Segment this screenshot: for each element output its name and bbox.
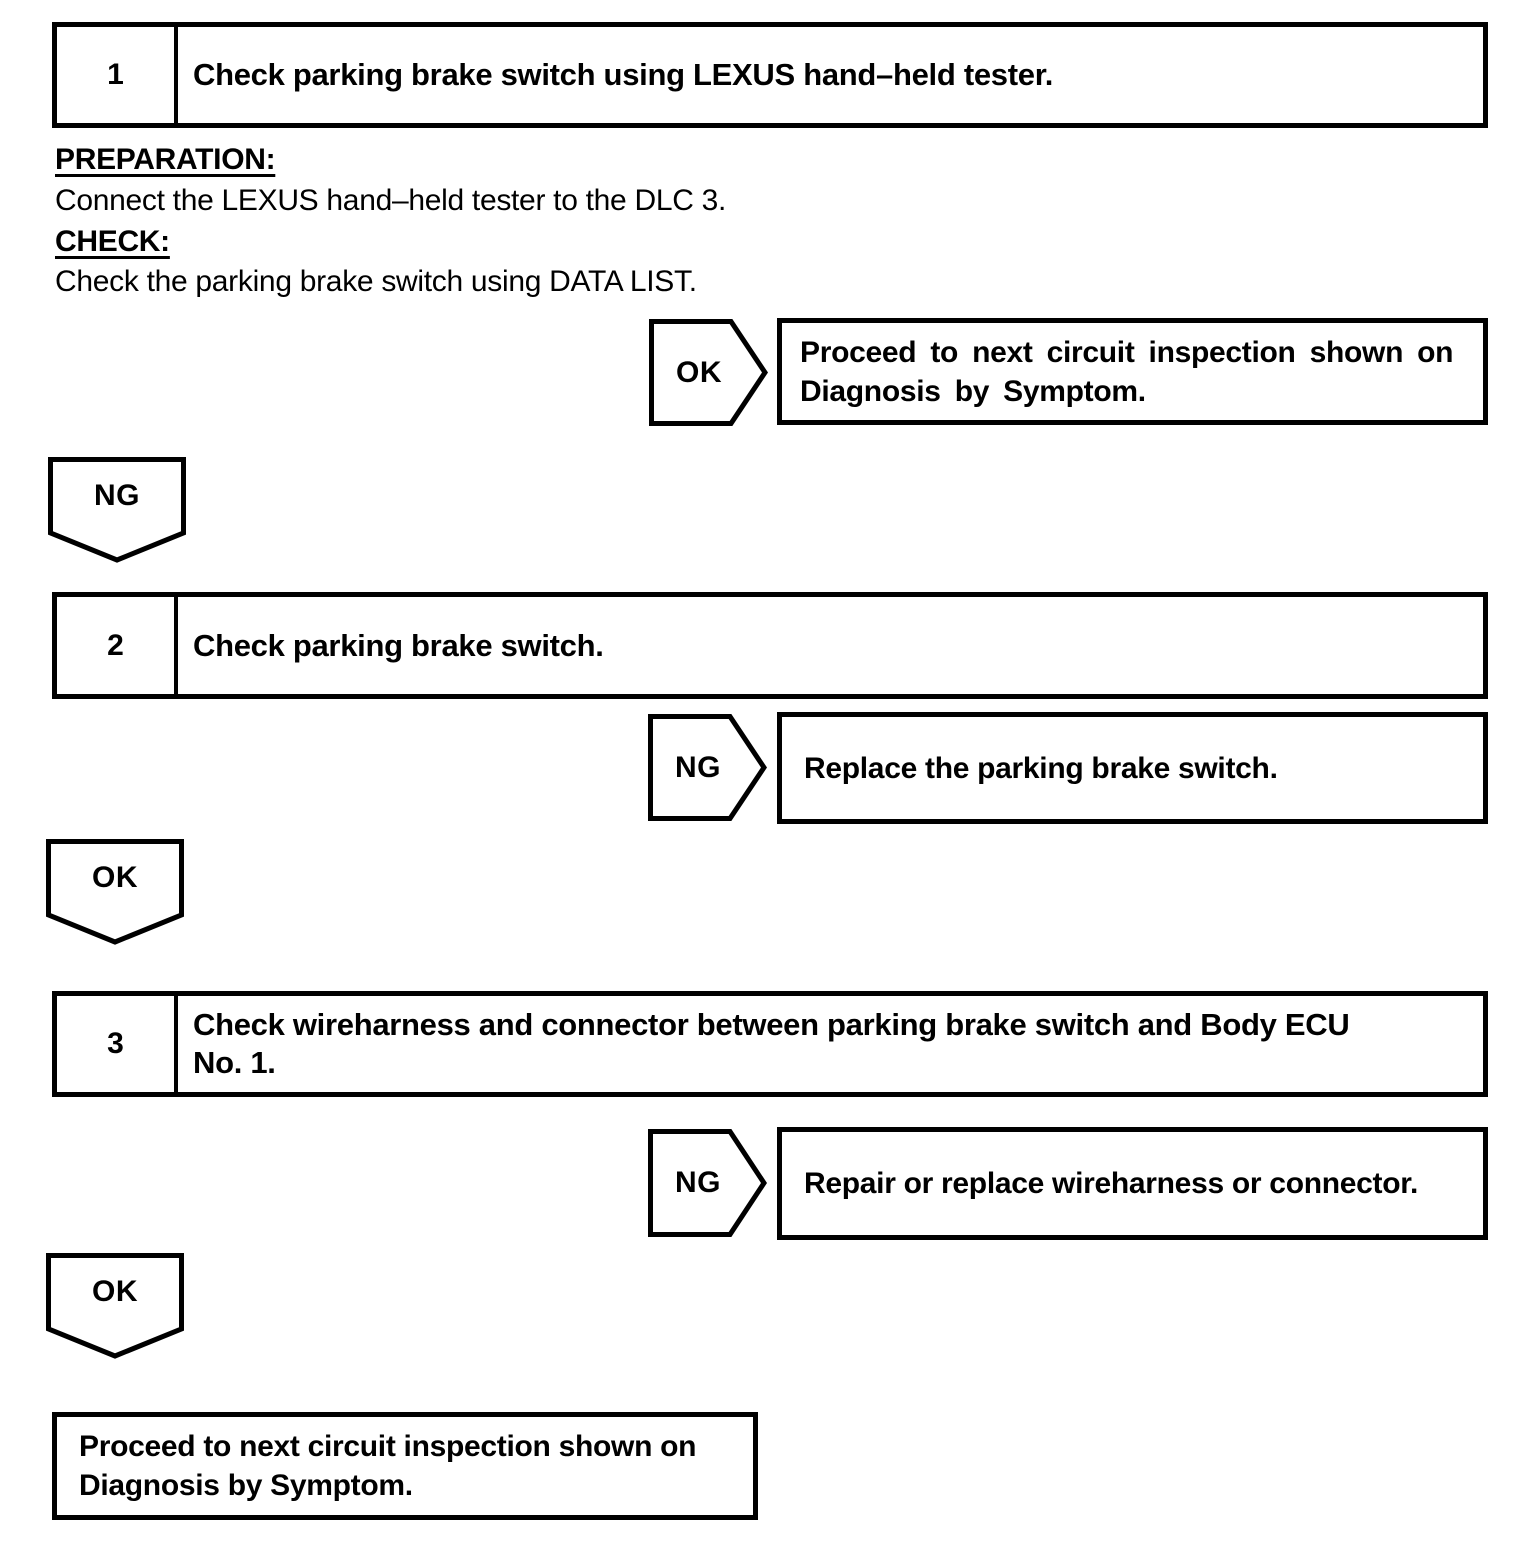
proceed-action-text-1: Proceed to next circuit inspection shown… (800, 335, 1454, 408)
step-2-title: Check parking brake switch. (193, 627, 604, 663)
final-action-text: Proceed to next circuit inspection shown… (79, 1430, 697, 1502)
ok-down-label-3: OK (92, 1275, 138, 1308)
step-1-title: Check parking brake switch using LEXUS h… (193, 57, 1054, 92)
right-arrow-pentagon-icon (648, 714, 767, 821)
ng-branch-arrow-2: NG (648, 714, 767, 821)
final-action-box: Proceed to next circuit inspection shown… (52, 1412, 758, 1520)
right-arrow-pentagon-icon (648, 1129, 767, 1237)
step-1-box: 1 Check parking brake switch using LEXUS… (52, 22, 1488, 128)
ok-down-connector-2: OK (46, 839, 184, 945)
repair-action-text: Repair or replace wireharness or connect… (804, 1167, 1419, 1200)
replace-action-box: Replace the parking brake switch. (777, 712, 1488, 824)
step-1-number: 1 (57, 27, 178, 123)
down-arrow-pentagon-icon (48, 457, 186, 563)
check-text: Check the parking brake switch using DAT… (55, 265, 697, 298)
down-arrow-pentagon-icon (46, 1253, 184, 1359)
step-3-box: 3 Check wireharness and connector betwee… (52, 991, 1488, 1097)
step-2-number: 2 (57, 597, 178, 694)
ng-branch-arrow-3: NG (648, 1129, 767, 1237)
ok-branch-label: OK (676, 355, 722, 389)
down-arrow-pentagon-icon (46, 839, 184, 945)
repair-action-box: Repair or replace wireharness or connect… (777, 1127, 1488, 1240)
ng-down-connector: NG (48, 457, 186, 563)
ng-down-label: NG (94, 479, 140, 512)
ok-down-connector-3: OK (46, 1253, 184, 1359)
ok-down-label-2: OK (92, 861, 138, 894)
right-arrow-pentagon-icon (649, 319, 768, 426)
preparation-text: Connect the LEXUS hand–held tester to th… (55, 184, 727, 217)
preparation-heading: PREPARATION: (55, 143, 276, 176)
ng-branch-label-2: NG (675, 750, 721, 784)
step-2-box: 2 Check parking brake switch. (52, 592, 1488, 699)
proceed-action-box-1: Proceed to next circuit inspection shown… (777, 318, 1488, 425)
step-3-number: 3 (57, 996, 178, 1092)
ok-branch-arrow: OK (649, 319, 768, 426)
replace-action-text: Replace the parking brake switch. (804, 751, 1278, 785)
ng-branch-label-3: NG (675, 1166, 721, 1199)
check-heading: CHECK: (55, 225, 170, 258)
step-3-title: Check wireharness and connector between … (193, 1007, 1350, 1080)
